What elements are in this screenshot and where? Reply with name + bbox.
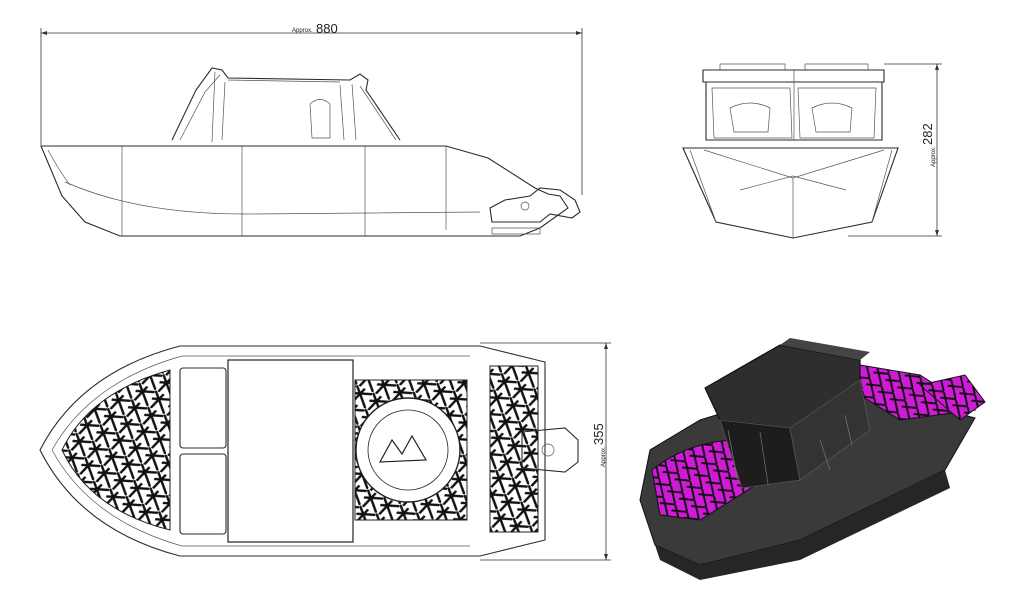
width-value: 355 xyxy=(591,423,606,445)
top-view: 355 Approx. xyxy=(39,342,611,561)
front-view: 282 Approx. xyxy=(682,63,942,239)
length-prefix: Approx. xyxy=(292,28,313,34)
width-prefix: Approx. xyxy=(601,446,607,467)
length-dimension: Approx. 880 xyxy=(40,21,583,195)
length-value: 880 xyxy=(316,21,338,36)
isometric-render xyxy=(639,338,986,580)
width-dimension: 355 Approx. xyxy=(480,342,611,561)
height-dimension: 282 Approx. xyxy=(848,63,942,237)
height-prefix: Approx. xyxy=(931,146,937,167)
height-value: 282 xyxy=(920,123,935,145)
side-view: Approx. 880 xyxy=(40,21,583,237)
